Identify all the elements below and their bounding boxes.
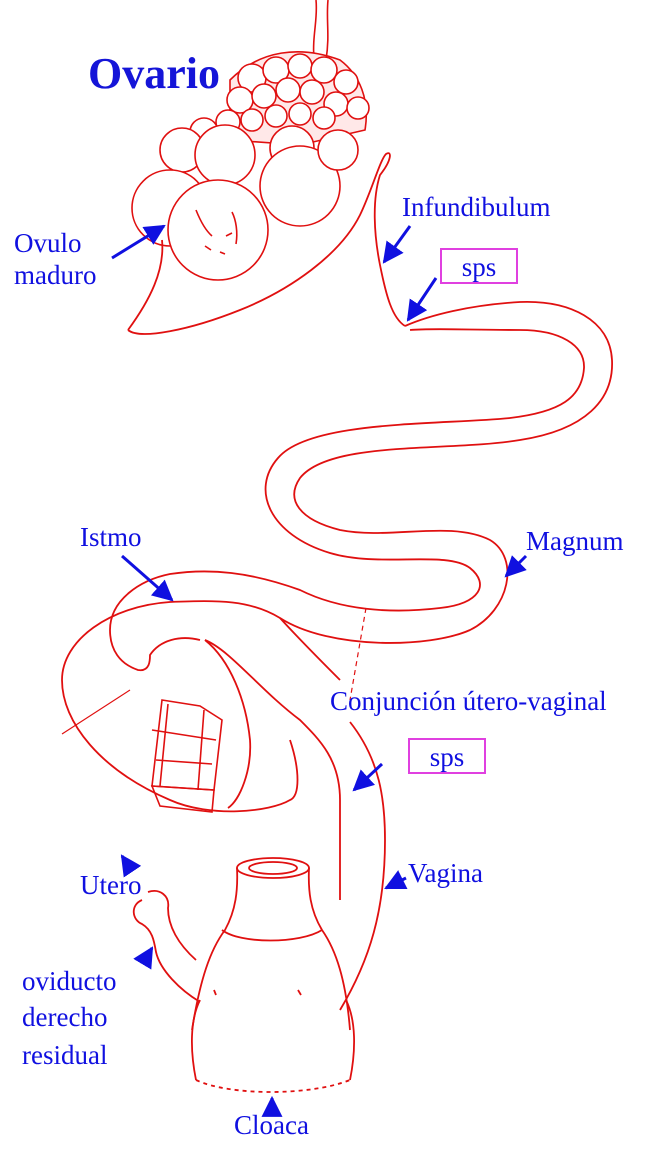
label-oviducto-line2: derecho <box>22 1002 107 1032</box>
arrow-magnum <box>506 556 526 576</box>
uterus-cut-section <box>152 700 222 812</box>
ovary-title: Ovario <box>88 50 220 98</box>
label-magnum: Magnum <box>526 526 624 556</box>
utero-inner-curve <box>205 618 340 808</box>
label-oviducto-line1: oviducto <box>22 966 117 996</box>
ovary-stalk <box>314 0 328 60</box>
sps-box-top: sps <box>440 248 518 284</box>
arrow-infundibulum <box>384 226 410 262</box>
arrow-sps-top <box>408 278 436 320</box>
arrow-oviducto <box>146 948 152 958</box>
residual-oviduct-drawing <box>134 891 200 1002</box>
label-ovulo-line2: maduro <box>14 260 96 290</box>
sps-box-bottom: sps <box>408 738 486 774</box>
arrow-utero <box>122 856 130 868</box>
label-istmo: Istmo <box>80 522 142 552</box>
label-conjuncion: Conjunción útero-vaginal <box>330 686 607 716</box>
oviduct-inner-wall <box>110 329 584 670</box>
label-utero: Utero <box>80 870 141 900</box>
label-ovulo-line1: Ovulo <box>14 228 82 258</box>
loop-line <box>62 690 130 734</box>
label-infundibulum: Infundibulum <box>402 192 551 222</box>
annotation-arrows <box>112 226 526 1108</box>
cloaca-drawing <box>192 858 354 1092</box>
arrow-vagina <box>386 878 406 888</box>
label-cloaca: Cloaca <box>234 1110 309 1140</box>
label-oviducto-line3: residual <box>22 1040 107 1070</box>
oviduct-outer-wall <box>62 302 612 811</box>
label-vagina: Vagina <box>408 858 483 888</box>
